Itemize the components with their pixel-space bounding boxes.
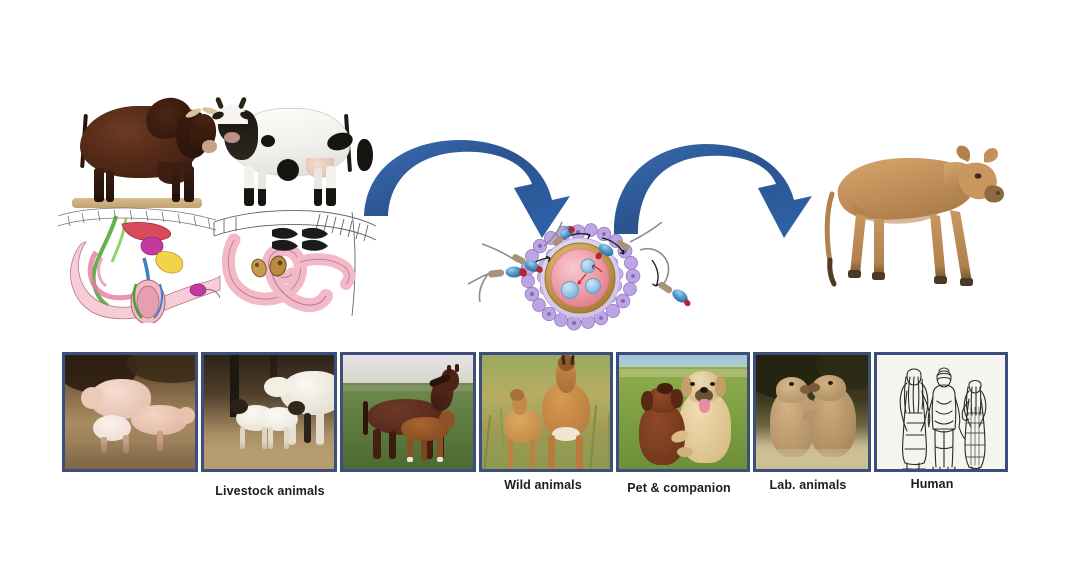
caption-lab-animals: Lab. animals (769, 478, 847, 492)
motion-arrows (527, 233, 660, 287)
arrow-parents-to-fertilization (364, 140, 570, 238)
sperm-cell (481, 243, 543, 273)
bull-image (72, 88, 220, 208)
bull-hind-leg-left (94, 168, 104, 202)
sperm-cell (595, 222, 663, 260)
sperm-cells (467, 222, 691, 307)
sperm-cell (467, 266, 527, 303)
cow-image (210, 88, 373, 206)
panel-deer[interactable] (479, 352, 613, 472)
male-reproductive-tract-diagram (57, 207, 221, 323)
calf-image (824, 145, 1004, 287)
sperm-cell (543, 222, 575, 247)
panel-human-family[interactable] (874, 352, 1008, 472)
panel-pigs[interactable] (62, 352, 198, 472)
bull-fore-leg-right (172, 168, 180, 202)
cow-spot (261, 135, 275, 147)
bull-hind-leg-right (106, 170, 114, 202)
cow-horn-right (237, 96, 248, 110)
cow-spot (357, 139, 373, 171)
panel-horses[interactable] (340, 352, 476, 472)
pronuclei (561, 258, 601, 299)
cow-leg (244, 166, 254, 206)
fertilization-illustration (467, 222, 691, 331)
panel-prairie-dogs[interactable] (753, 352, 871, 472)
human-family-sketch (877, 355, 1005, 469)
panel-goats[interactable] (201, 352, 337, 472)
arrow-fertilization-to-offspring (613, 144, 812, 238)
cow-horn-left (214, 96, 225, 110)
panel-dogs[interactable] (616, 352, 750, 472)
bull-fore-leg-left (184, 166, 194, 202)
caption-pet-companion: Pet & companion (627, 481, 731, 495)
female-reproductive-tract-diagram (213, 210, 377, 317)
caption-human: Human (910, 477, 954, 491)
caption-livestock-animals: Livestock animals (215, 484, 325, 498)
cow-leg (326, 166, 336, 206)
caption-wild-animals: Wild animals (504, 478, 582, 492)
cow-leg (258, 168, 266, 206)
sperm-cell (639, 248, 691, 307)
cow-leg (314, 168, 322, 206)
cow-spot (277, 159, 299, 181)
application-gallery (62, 352, 1008, 472)
bull-muzzle (202, 140, 217, 153)
cow-muzzle (224, 132, 240, 143)
bull-ground (72, 198, 202, 208)
